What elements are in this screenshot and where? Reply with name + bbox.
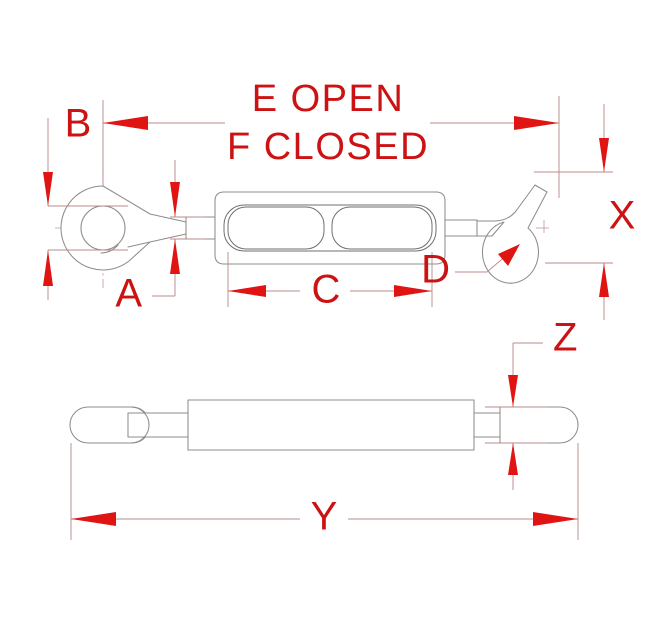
dimension-EF: E OPEN F CLOSED [102,78,560,198]
elevation-view: B A C D [43,78,635,320]
dim-Y-arrow-left [71,512,116,526]
eye-shank-flat [127,412,189,438]
dim-A-arrow-down [170,182,180,217]
eye-end [60,185,187,271]
hook-end [476,184,552,284]
dimension-C: C [227,252,433,312]
eye-outer-profile [60,185,187,271]
dim-A-label: A [115,272,142,316]
threaded-rod-right [331,206,433,250]
dim-D-label: D [421,248,450,292]
eye-flat-seam [130,406,150,444]
dim-B-label: B [65,102,92,146]
hook-rod-stub [444,219,478,237]
dimension-Y: Y [70,443,579,540]
dimension-X: X [534,104,635,320]
dimension-B: B [43,102,128,300]
dim-X-arrow-down [599,138,609,172]
dim-A-arrow-up [170,239,180,274]
dim-X-arrow-up [599,263,609,297]
dim-Y-arrow-right [533,512,578,526]
dim-B-arrow-down [43,172,53,206]
turnbuckle-body-flat [187,399,475,451]
dim-Y-label: Y [311,495,338,539]
threaded-rod-left [227,206,325,250]
dimension-A: A [115,160,205,316]
eye-throat-detail [100,244,119,254]
dim-C-arrow-right [394,285,432,297]
hook-profile [476,184,548,284]
dim-EF-arrow-left [103,116,148,130]
dim-E-open-label: E OPEN [252,78,405,120]
thread-right-outline [331,206,433,250]
dim-Z-arrow-up [508,443,518,475]
hook-end-flat [499,406,579,444]
dim-D-arrow [498,244,520,266]
thread-left-outline [227,206,325,250]
eye-shank-lower-edge [127,241,151,248]
eye-rod-stub [185,216,216,240]
dimension-Z: Z [485,316,577,490]
dimension-D: D [421,244,520,292]
dim-Z-label: Z [553,316,577,360]
dim-F-closed-label: F CLOSED [227,126,429,168]
dim-EF-arrow-right [514,116,559,130]
dim-Z-arrow-down [508,375,518,407]
plan-view: Z Y [69,316,579,540]
dim-C-label: C [312,268,341,312]
dim-B-arrow-up [43,250,53,286]
dim-C-arrow-left [228,285,266,297]
dim-X-label: X [609,194,636,238]
